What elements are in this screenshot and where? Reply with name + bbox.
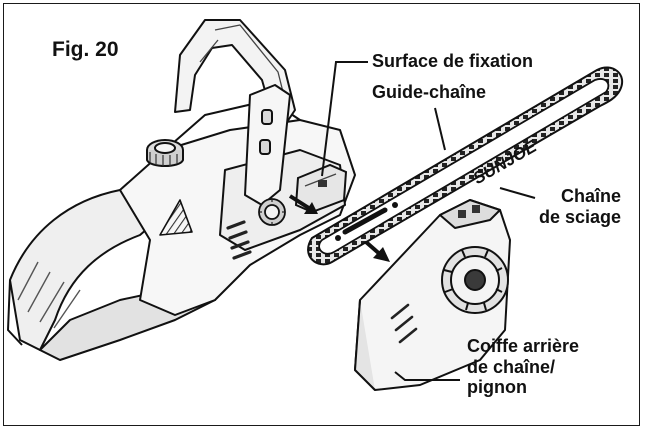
hand-guard (244, 84, 291, 206)
sprocket-cover (354, 199, 511, 391)
label-sprocket-cover: Coiffe arrière de chaîne/ pignon (467, 336, 579, 398)
label-cover-line3: pignon (467, 377, 527, 398)
label-saw-chain: Chaîne de sciage (539, 186, 621, 227)
guide-bar-assembly (307, 66, 623, 266)
label-saw-chain-line1: Chaîne (561, 186, 622, 206)
figure-number: Fig. 20 (52, 38, 119, 61)
leader-lines (321, 61, 536, 381)
label-guide-bar: Guide-chaîne (372, 82, 487, 102)
label-mounting-surface: Surface de fixation (372, 51, 534, 71)
label-cover-line1: Coiffe arrière (467, 336, 580, 356)
tension-knob (258, 198, 286, 226)
mounting-surface (294, 163, 348, 214)
chainsaw-body (7, 99, 356, 361)
label-saw-chain-line2: de sciage (539, 206, 622, 227)
label-cover-line2: de chaîne/ (467, 356, 556, 377)
assembly-arrows (288, 194, 390, 262)
oil-cap (146, 139, 184, 167)
